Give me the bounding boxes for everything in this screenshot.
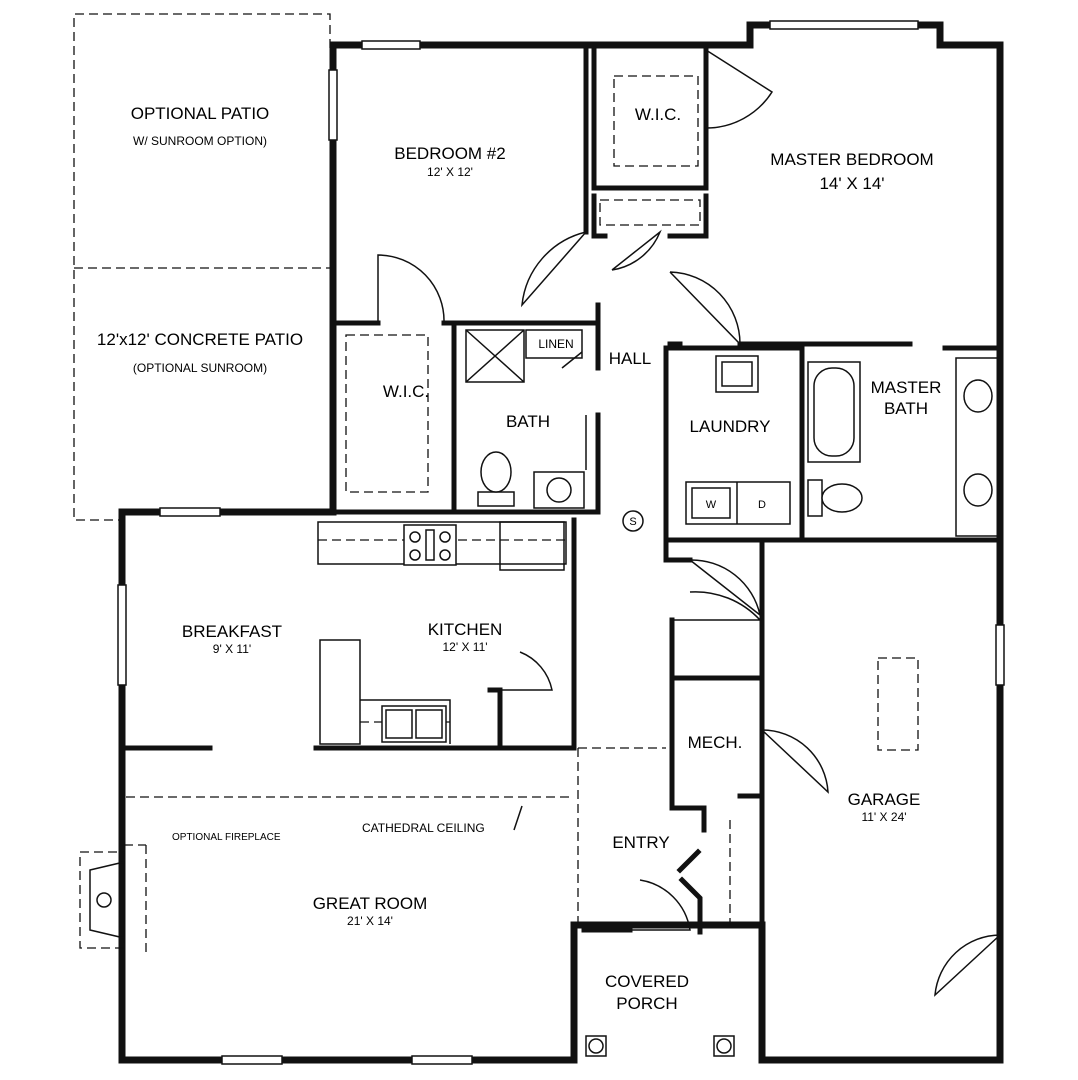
cathedral-ceiling-note: CATHEDRAL CEILING — [362, 821, 485, 835]
washer-dryer — [685, 481, 791, 525]
doors — [377, 49, 1001, 997]
laundry-sink-icon — [715, 355, 759, 393]
master-bedroom-label: MASTER BEDROOM — [770, 150, 933, 169]
bathtub-icon — [807, 361, 861, 463]
bath-sink-icon — [533, 471, 585, 509]
bath-label: BATH — [506, 412, 550, 431]
range-icon — [403, 524, 457, 566]
hall-label: HALL — [609, 349, 652, 368]
kitchen-dim: 12' X 11' — [442, 640, 487, 654]
linen-label: LINEN — [538, 337, 573, 351]
garage-label: GARAGE — [848, 790, 921, 809]
toilet-icon — [477, 451, 515, 507]
great-room-label: GREAT ROOM — [313, 894, 428, 913]
exterior-walls — [118, 21, 1004, 1064]
optional-patio-area — [73, 13, 331, 521]
master-toilet-icon — [807, 479, 863, 517]
linen-closet — [525, 329, 583, 359]
breakfast-dim: 9' X 11' — [213, 642, 251, 656]
interior-walls — [123, 45, 1003, 935]
concrete-patio-label: 12'x12' CONCRETE PATIO — [97, 330, 303, 349]
kitchen-sink-icon — [381, 705, 447, 743]
dashed-lines — [126, 75, 919, 925]
mech-label: MECH. — [688, 733, 743, 752]
cathedral-leader — [513, 805, 523, 831]
master-bath-label-1: MASTER — [871, 378, 942, 397]
wic-bedroom2-label: W.I.C. — [383, 382, 429, 401]
concrete-patio-sub: (OPTIONAL SUNROOM) — [133, 361, 267, 375]
master-bath-label-2: BATH — [884, 399, 928, 418]
optional-patio-label: OPTIONAL PATIO — [131, 104, 270, 123]
smoke-detector-icon: S — [622, 510, 644, 532]
garage-dim: 11' X 24' — [861, 810, 906, 824]
covered-porch-label-2: PORCH — [616, 994, 677, 1013]
washer-label: W — [706, 499, 717, 511]
svg-text:S: S — [629, 516, 636, 528]
kitchen-label: KITCHEN — [428, 620, 503, 639]
bedroom2-label: BEDROOM #2 — [394, 144, 505, 163]
laundry-label: LAUNDRY — [690, 417, 771, 436]
wic-master-label: W.I.C. — [635, 105, 681, 124]
fireplace-note: OPTIONAL FIREPLACE — [172, 832, 281, 843]
dryer-label: D — [758, 499, 766, 511]
windows — [117, 20, 1005, 1065]
master-bedroom-dim: 14' X 14' — [819, 174, 884, 193]
vanity-sinks — [955, 357, 999, 537]
bedroom2-dim: 12' X 12' — [427, 165, 473, 179]
porch-columns — [585, 1035, 735, 1057]
optional-patio-sub: W/ SUNROOM OPTION) — [133, 134, 267, 148]
great-room-dim: 21' X 14' — [347, 914, 393, 928]
covered-porch-label-1: COVERED — [605, 972, 689, 991]
entry-label: ENTRY — [612, 833, 669, 852]
breakfast-label: BREAKFAST — [182, 622, 282, 641]
shower-icon — [465, 329, 525, 383]
fireplace-icon — [79, 844, 147, 955]
